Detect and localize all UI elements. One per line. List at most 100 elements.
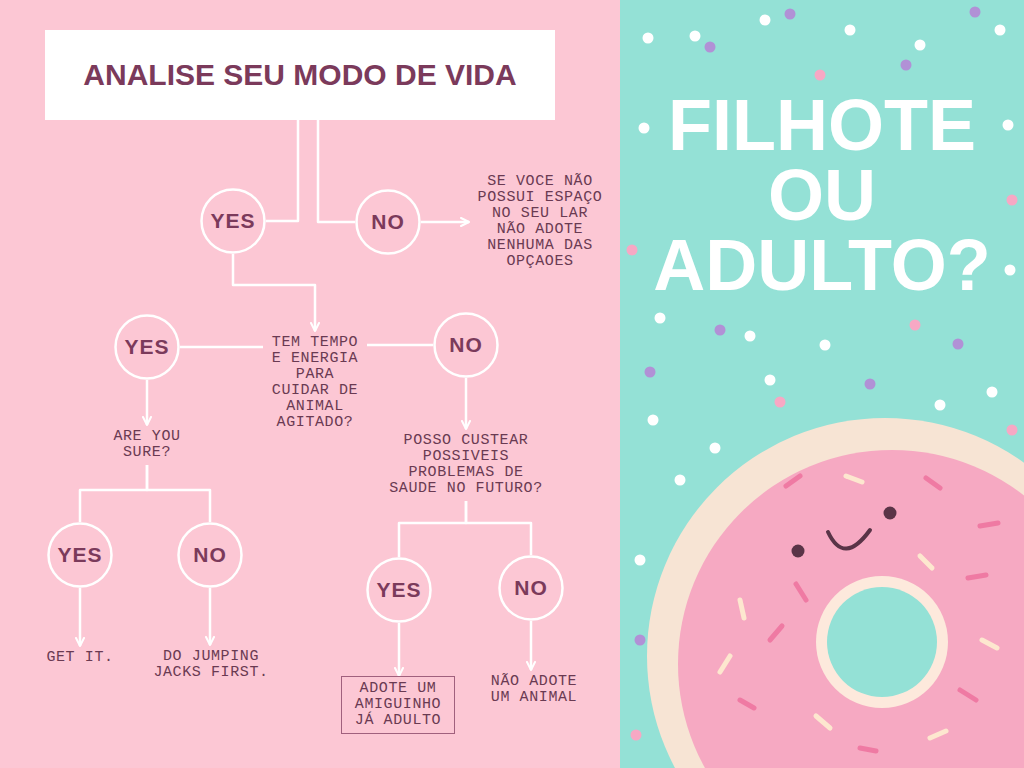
answer-circle: NO (498, 555, 564, 621)
connector (466, 501, 531, 555)
dot (970, 7, 981, 18)
connector (266, 120, 298, 221)
connector (147, 465, 210, 522)
donut-illustration (647, 418, 1024, 768)
dot (745, 331, 756, 342)
dot (987, 387, 998, 398)
connector (399, 501, 466, 557)
donut-hole-rim (816, 576, 948, 708)
dot (953, 339, 964, 350)
answer-circle: NO (177, 522, 243, 588)
sprinkle (960, 690, 976, 700)
dot (715, 325, 726, 336)
dot (705, 42, 716, 53)
connector (465, 378, 468, 429)
answer-label: NO (449, 333, 483, 357)
connector (398, 623, 401, 676)
dot (865, 379, 876, 390)
dot (1005, 265, 1016, 276)
circle-shape (179, 524, 242, 587)
circle-shape (116, 316, 179, 379)
answer-circle: YES (200, 188, 266, 254)
question-text: ARE YOU SURE? (101, 425, 193, 465)
donut-dough (647, 418, 1024, 768)
title-box: ANALISE SEU MODO DE VIDA (45, 30, 555, 120)
connector (79, 588, 82, 646)
sprinkle (930, 731, 946, 738)
answer-label: NO (371, 210, 405, 234)
sprinkle (740, 600, 744, 618)
outcome-box: ADOTE UM AMIGUINHO JÁ ADULTO (341, 676, 455, 734)
dot (690, 31, 701, 42)
circle-shape (357, 191, 420, 254)
answer-label: NO (514, 576, 548, 600)
sprinkle (770, 626, 782, 640)
dot (901, 60, 912, 71)
sprinkle (846, 476, 862, 482)
heading: FILHOTE OU ADULTO? (637, 90, 1007, 300)
answer-circle: NO (355, 189, 421, 255)
connector (530, 621, 533, 670)
answer-label: YES (376, 578, 421, 602)
circle-shape (49, 524, 112, 587)
flow-text: NÃO ADOTE UM ANIMAL (484, 674, 584, 706)
dot (655, 313, 666, 324)
answer-label: NO (193, 543, 227, 567)
answer-circle: YES (366, 557, 432, 623)
sprinkle (968, 575, 986, 578)
sprinkle (796, 584, 806, 600)
dot (820, 340, 831, 351)
circle-shape (500, 557, 563, 620)
sprinkle (816, 716, 830, 728)
answer-label: YES (210, 209, 255, 233)
connector (367, 344, 433, 347)
sprinkle (860, 748, 876, 751)
sprinkle (740, 700, 754, 708)
flow-text: ARE YOU SURE? (107, 429, 187, 461)
connector (209, 588, 212, 645)
sprinkle (926, 478, 940, 488)
flow-text: POSSO CUSTEAR POSSIVEIS PROBLEMAS DE SAU… (386, 433, 546, 497)
answer-circle: NO (433, 312, 499, 378)
dot (915, 40, 926, 51)
dot (845, 25, 856, 36)
donut-eye (884, 507, 897, 520)
dot (648, 415, 659, 426)
answer-label: YES (57, 543, 102, 567)
title-text: ANALISE SEU MODO DE VIDA (83, 57, 516, 93)
flow-text: TEM TEMPO E ENERGIA PARA CUIDAR DE ANIMA… (269, 335, 361, 431)
outcome-text: GET IT. (29, 646, 131, 670)
dot (935, 400, 946, 411)
dot (785, 9, 796, 20)
outcome-text: DO JUMPING JACKS FIRST. (143, 645, 280, 685)
dot (710, 443, 721, 454)
dot (631, 730, 642, 741)
sprinkles (720, 476, 998, 751)
dot (765, 375, 776, 386)
dot (635, 555, 646, 566)
donut-icing (678, 450, 1024, 768)
dot (910, 320, 921, 331)
question-text: TEM TEMPO E ENERGIA PARA CUIDAR DE ANIMA… (263, 331, 367, 435)
donut-eye (792, 545, 805, 558)
dot (645, 367, 656, 378)
circle-shape (435, 314, 498, 377)
sprinkle (982, 640, 997, 648)
dot (775, 397, 786, 408)
connector (80, 465, 147, 522)
question-text: POSSO CUSTEAR POSSIVEIS PROBLEMAS DE SAU… (380, 429, 552, 501)
answer-label: YES (124, 335, 169, 359)
dot (995, 25, 1006, 36)
dot (760, 15, 771, 26)
dot (1007, 425, 1018, 436)
dot (643, 33, 654, 44)
sprinkle (920, 556, 932, 568)
dot (635, 635, 646, 646)
flow-text: DO JUMPING JACKS FIRST. (149, 649, 274, 681)
connector (233, 254, 315, 331)
connector (180, 346, 263, 349)
dot (1003, 120, 1014, 131)
donut-smile (828, 530, 870, 549)
connector (318, 120, 355, 222)
